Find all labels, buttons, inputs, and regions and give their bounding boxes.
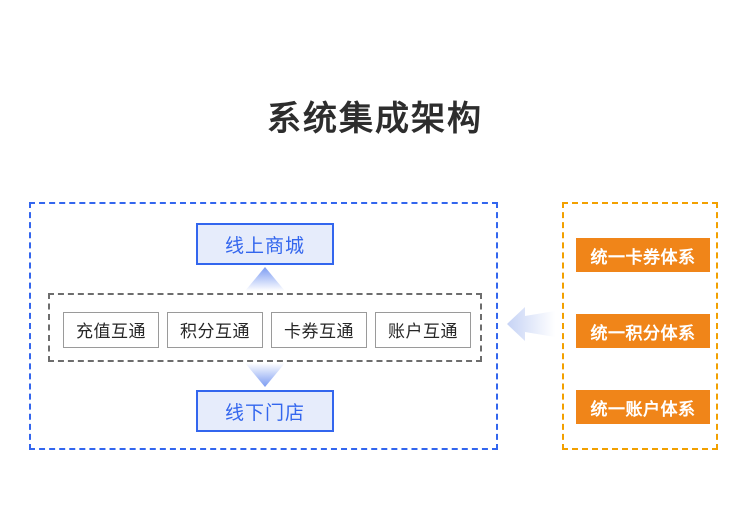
unified-system-label: 统一账户体系 xyxy=(590,399,696,419)
capability-box-points[interactable]: 积分互通 xyxy=(167,311,263,348)
online-mall-box[interactable]: 线上商城 xyxy=(196,223,334,265)
unified-coupon-system-box[interactable]: 统一卡券体系 xyxy=(576,238,710,272)
capability-group-panel: 充值互通 积分互通 卡券互通 账户互通 xyxy=(48,293,482,362)
capability-row: 充值互通 积分互通 卡券互通 账户互通 xyxy=(50,295,484,364)
online-mall-label: 线上商城 xyxy=(224,235,305,257)
integration-arrow-left-icon xyxy=(507,307,555,341)
capability-label: 充值互通 xyxy=(76,322,146,341)
unified-points-system-box[interactable]: 统一积分体系 xyxy=(576,314,710,348)
unified-systems-panel xyxy=(562,202,718,450)
capability-box-recharge[interactable]: 充值互通 xyxy=(63,311,159,348)
offline-store-label: 线下门店 xyxy=(224,402,305,424)
unified-system-label: 统一卡券体系 xyxy=(590,247,696,267)
channel-group-panel xyxy=(29,202,498,450)
capability-box-coupon[interactable]: 卡券互通 xyxy=(271,311,367,348)
unified-system-label: 统一积分体系 xyxy=(590,323,696,343)
capability-label: 积分互通 xyxy=(180,322,250,341)
capability-box-account[interactable]: 账户互通 xyxy=(375,311,471,348)
arrow-down-icon xyxy=(245,363,285,387)
arrow-up-icon xyxy=(245,267,285,291)
page-title: 系统集成架构 xyxy=(267,100,483,138)
unified-account-system-box[interactable]: 统一账户体系 xyxy=(576,390,710,424)
capability-label: 账户互通 xyxy=(388,322,458,341)
offline-store-box[interactable]: 线下门店 xyxy=(196,390,334,432)
capability-label: 卡券互通 xyxy=(284,322,354,341)
